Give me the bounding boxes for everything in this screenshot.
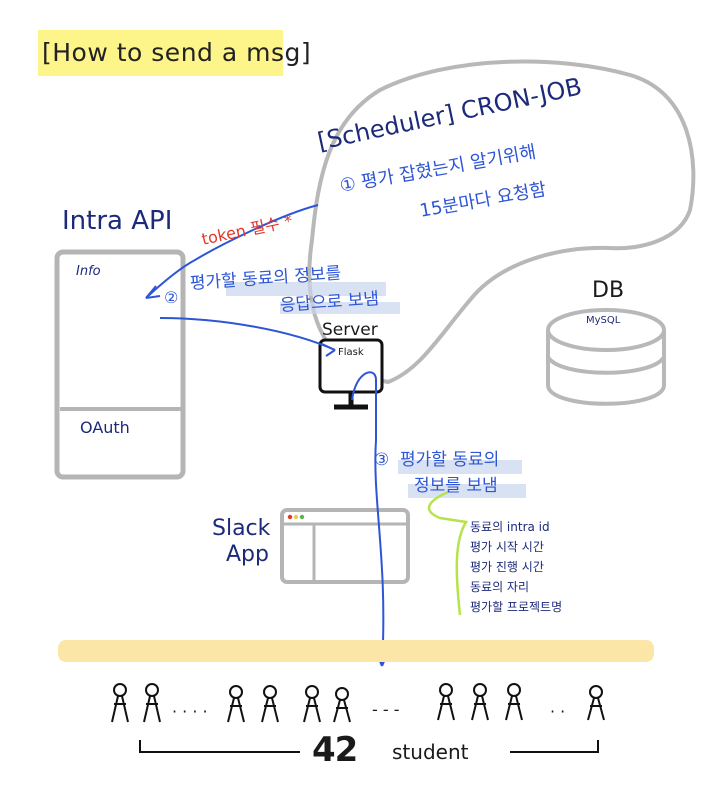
- step2-num: ②: [164, 288, 179, 307]
- student-count: 42: [312, 730, 358, 770]
- intra-oauth-label: OAuth: [80, 418, 130, 437]
- intra-api-label: Intra API: [62, 206, 173, 236]
- details-bracket: [427, 490, 469, 616]
- detail-item: 평가 시작 시간: [470, 540, 544, 554]
- slack-label: Slack: [212, 516, 271, 541]
- db-mysql-label: MySQL: [586, 315, 621, 326]
- response-arrow: [159, 317, 336, 351]
- step3-num: ③: [374, 450, 390, 470]
- detail-item: 평가할 프로젝트명: [470, 600, 563, 614]
- server-flask-label: Flask: [338, 347, 364, 358]
- detail-item: 동료의 intra id: [470, 520, 550, 534]
- intra-info-label: Info: [76, 264, 101, 279]
- step3-line2: 정보를 보냄: [414, 476, 498, 496]
- ground-band: [58, 640, 654, 662]
- request-arrow: [145, 204, 319, 299]
- students-ellipsis-1: · · · ·: [172, 702, 208, 721]
- students-ellipsis-2: - - -: [372, 700, 400, 719]
- detail-item: 평가 진행 시간: [470, 560, 544, 574]
- title-highlight: [38, 30, 283, 76]
- details-list: 동료의 intra id 평가 시작 시간 평가 진행 시간 동료의 자리 평가…: [470, 517, 562, 617]
- student-brace: [139, 740, 300, 753]
- step3-line1: 평가할 동료의: [400, 450, 500, 470]
- detail-item: 동료의 자리: [470, 580, 530, 594]
- server-label: Server: [322, 320, 378, 340]
- send-arrow: [351, 371, 385, 667]
- student-figures: [111, 683, 605, 723]
- slack-window: [280, 508, 410, 584]
- student-label: student: [392, 740, 469, 764]
- slack-app-label: App: [226, 542, 269, 567]
- intra-api-box: [54, 249, 186, 480]
- db-cylinder: [546, 308, 666, 406]
- db-label: DB: [592, 278, 625, 303]
- students-ellipsis-3: · ·: [550, 702, 566, 721]
- diagram-title: [How to send a msg]: [42, 38, 312, 67]
- scheduler-cloud: [307, 59, 696, 384]
